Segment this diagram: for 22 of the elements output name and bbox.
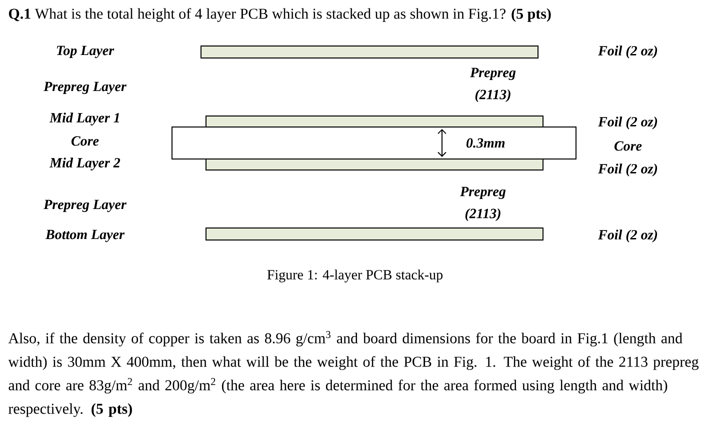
layer-label: Mid Layer 2 (49, 158, 120, 170)
question-text: Q.1 What is the total height of 4 layer PCB which is stacked up as shown in Fig.1? (5 pts) (8, 8, 551, 22)
layer-label: Foil (2 oz) (598, 230, 658, 242)
core-box: 0.3mm (172, 126, 576, 160)
layer-label: Core (614, 141, 642, 151)
foil-bar (200, 46, 538, 58)
layer-label: Prepreg Layer (44, 200, 127, 212)
layer-label: Mid Layer 1 (49, 112, 119, 126)
layer-label: Top Layer (56, 46, 114, 58)
foil-bar (206, 227, 544, 240)
material-label: Prepreg (2113) (460, 186, 506, 222)
foil-bar (206, 116, 544, 128)
figure-caption: Figure 1: 4-layer PCB stack-up (267, 270, 443, 282)
layer-label: Core (72, 136, 99, 146)
layer-label: Foil (2 oz) (598, 116, 658, 130)
layer-label: Prepreg Layer (44, 82, 127, 94)
layer-label: Foil (2 oz) (598, 164, 658, 176)
foil-bar (206, 158, 544, 170)
question-text: Also, if the density of copper is taken as 8.96 g/cm$^{3}$ and board dimensions for the board in Fig.1 (length and width) is 30mm X 400mm, then what will be the weight of the PCB in Fig. 1. The weight of the 2113 prepreg and core are 83g/m$^{2}$ and 200g/m$^{2}$ (the area here is determined for the area formed using length and width) respectively. (5 pts) (8, 331, 699, 417)
layer-label: Foil (2 oz) (598, 46, 658, 58)
material-label: Prepreg (2113) (470, 68, 516, 102)
layer-label: Bottom Layer (45, 230, 125, 242)
